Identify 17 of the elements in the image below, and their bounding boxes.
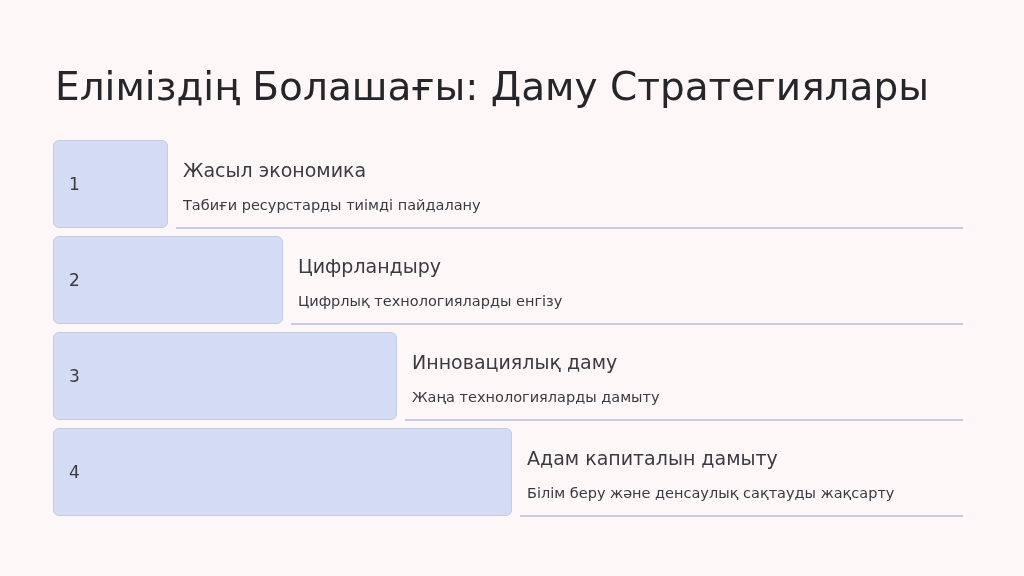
step-description: Табиғи ресурстарды тиімді пайдалану xyxy=(183,196,481,215)
step-heading: Адам капиталын дамыту xyxy=(527,446,778,470)
step-description: Білім беру және денсаулық сақтауды жақсарту xyxy=(527,484,895,503)
step-bar xyxy=(53,140,168,228)
step-number: 4 xyxy=(69,461,80,483)
step-bar xyxy=(53,428,512,516)
step-description: Жаңа технологияларды дамыту xyxy=(412,388,660,407)
step-number: 2 xyxy=(69,269,80,291)
step-bar xyxy=(53,236,283,324)
step-heading: Жасыл экономика xyxy=(183,158,367,182)
step-bar xyxy=(53,332,397,420)
slide-title: Еліміздің Болашағы: Даму Стратегиялары xyxy=(55,63,929,111)
step-number: 3 xyxy=(69,365,80,387)
step-description: Цифрлық технологияларды енгізу xyxy=(298,292,563,311)
step-number: 1 xyxy=(69,173,80,195)
step-heading: Цифрландыру xyxy=(298,254,442,278)
step-heading: Инновациялық даму xyxy=(412,350,618,374)
